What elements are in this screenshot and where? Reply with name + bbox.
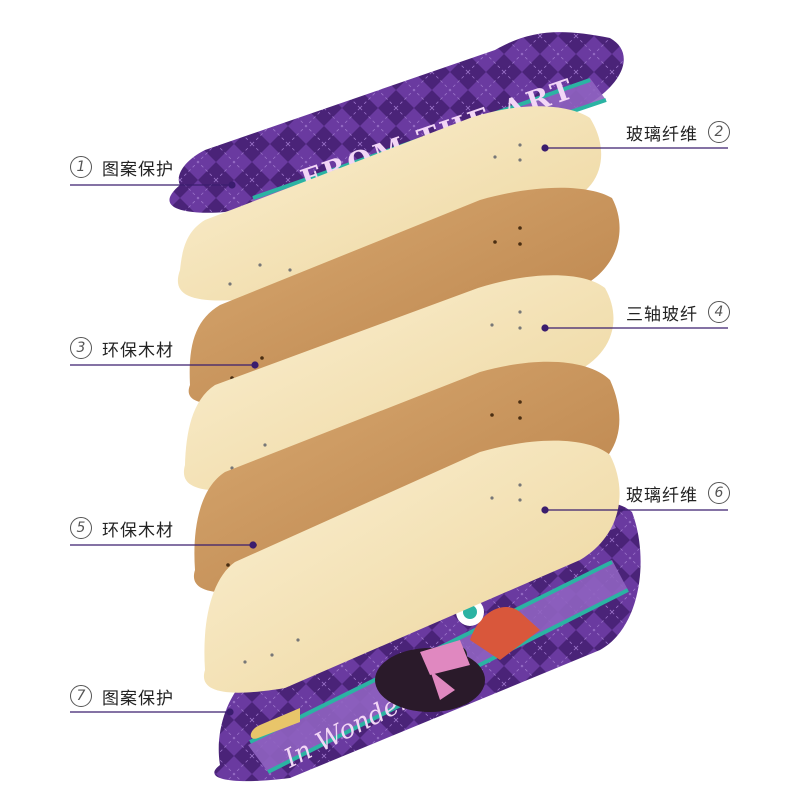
callout-number-2: 2 (708, 121, 730, 143)
leader-lines (70, 144, 728, 716)
layer-6-fiberglass (203, 440, 620, 693)
callout-number-7: 7 (70, 685, 92, 707)
callout-number-3: 3 (70, 337, 92, 359)
callout-number-5: 5 (70, 517, 92, 539)
callout-number-6: 6 (708, 482, 730, 504)
callout-3: 3 环保木材 (70, 333, 174, 363)
cartoon-character-icon (375, 598, 540, 712)
callout-2: 玻璃纤维 2 (626, 117, 730, 147)
callout-label-7: 图案保护 (102, 688, 174, 709)
callout-label-3: 环保木材 (102, 340, 174, 361)
callout-7: 7 图案保护 (70, 681, 174, 711)
callout-6: 玻璃纤维 6 (626, 478, 730, 508)
callout-label-5: 环保木材 (102, 520, 174, 541)
callout-label-1: 图案保护 (102, 159, 174, 180)
callout-label-4: 三轴玻纤 (626, 304, 698, 325)
callout-label-6: 玻璃纤维 (626, 485, 698, 506)
callout-label-2: 玻璃纤维 (626, 124, 698, 145)
callout-1: 1 图案保护 (70, 152, 174, 182)
callout-number-4: 4 (708, 301, 730, 323)
callout-number-1: 1 (70, 156, 92, 178)
layer-2-fiberglass (177, 106, 602, 301)
callout-5: 5 环保木材 (70, 513, 174, 543)
callout-4: 三轴玻纤 4 (626, 297, 730, 327)
